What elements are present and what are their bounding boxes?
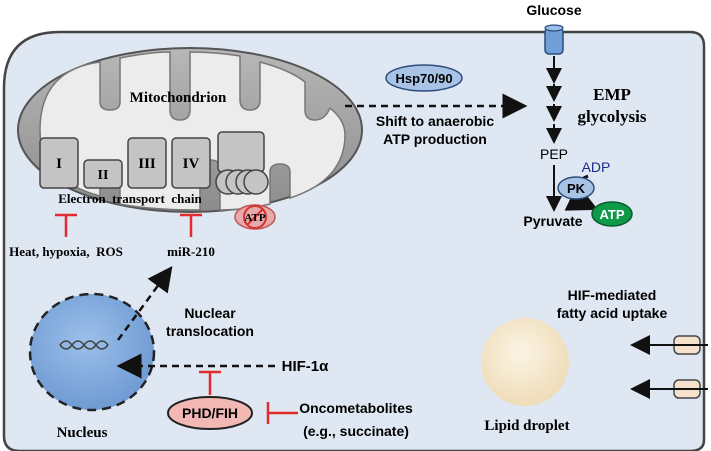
etc-complexes [39,131,269,195]
hif-label: HIF-1α [282,358,330,375]
hif-fatty-line2: fatty acid uptake [557,305,668,321]
atp-blocked-icon [234,204,276,230]
phd-fih-badge [167,396,253,430]
mitochondrion-label: Mitochondrion [130,90,227,106]
mir210-label: miR-210 [167,244,215,259]
glycolysis-label: glycolysis [578,107,647,126]
oncometabolites-line1: Oncometabolites [299,400,413,416]
phd-fih-label: PHD/FIH [182,405,238,421]
complex-ii-label: II [98,168,109,183]
shift-line2: ATP production [383,131,487,147]
nuclear-line1: Nuclear [184,305,236,321]
shift-line1: Shift to anaerobic [376,113,494,129]
inhibit-oncometabolites-bar [266,402,298,424]
nuclear-line2: translocation [166,323,254,339]
complex-iv-label: IV [183,156,200,172]
complex-i-label: I [56,156,62,172]
hsp-label: Hsp70/90 [395,71,452,86]
atp-product-badge [591,201,633,227]
inhibit-mir210-bar [180,213,202,237]
lipid-droplet [481,318,569,406]
nucleus-label: Nucleus [57,425,108,441]
atp-product-label: ATP [599,207,624,222]
nucleus [28,292,156,412]
pep-label: PEP [540,146,568,162]
heat-hypoxia-ros-label: Heat, hypoxia, ROS [9,244,123,259]
pk-label: PK [567,181,586,196]
pyruvate-label: Pyruvate [523,213,582,229]
pk-enzyme [557,176,595,200]
complex-iii-label: III [138,156,156,172]
dna-icon [59,340,109,350]
adp-label: ADP [582,159,611,175]
etc-label: Electron transport chain [58,191,202,206]
atp-blocked-label: ATP [244,212,265,224]
inhibit-heat-bar [55,213,77,237]
glucose-transporter-icon [544,24,564,55]
nucleus-to-mir210-arrow [116,265,173,341]
hsp-badge [385,64,463,92]
glucose-label: Glucose [526,2,581,18]
hif-fatty-line1: HIF-mediated [568,287,657,303]
oncometabolites-line2: (e.g., succinate) [303,423,409,439]
lipid-droplet-label: Lipid droplet [484,418,569,434]
emp-label: EMP [593,85,631,104]
inhibit-phd-bar [199,370,221,395]
